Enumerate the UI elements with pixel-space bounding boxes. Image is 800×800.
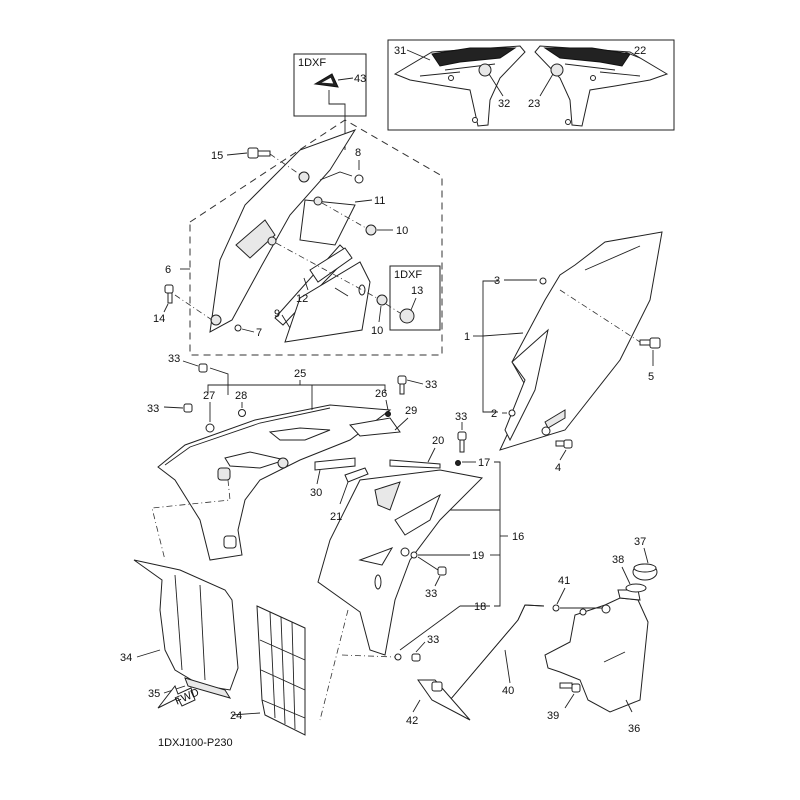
callout-40: 40	[502, 685, 514, 697]
right-shroud-decal-view	[534, 45, 669, 127]
callout-24: 24	[230, 710, 242, 722]
callout-18: 18	[474, 601, 486, 613]
drawing-code: 1DXJ100-P230	[158, 737, 233, 749]
callout-21: 21	[330, 511, 342, 523]
variant-code: 1DXF	[394, 269, 422, 281]
callout-30: 30	[310, 487, 322, 499]
fwd-arrow-icon	[157, 684, 196, 709]
pad-30-shape	[314, 457, 356, 471]
callout-33-f: 33	[427, 634, 439, 646]
strip-29-shape	[349, 417, 401, 437]
guide-42-shape	[417, 679, 471, 721]
callout-27: 27	[203, 390, 215, 402]
callout-1: 1	[464, 331, 470, 343]
callout-20: 20	[432, 435, 444, 447]
callout-22: 22	[634, 45, 646, 57]
clamp-41-shape	[552, 604, 560, 612]
callout-35: 35	[148, 688, 160, 700]
bolts-33-upper: 33 33 33 33	[147, 353, 467, 453]
callout-2: 2	[491, 408, 497, 420]
callout-32: 32	[498, 98, 510, 110]
callout-28: 28	[235, 390, 247, 402]
left-shroud-decal-view	[393, 45, 526, 127]
callout-33-e: 33	[425, 588, 437, 600]
callout-43: 43	[354, 73, 366, 85]
callout-14: 14	[153, 313, 165, 325]
callout-29: 29	[405, 405, 417, 417]
callout-26: 26	[375, 388, 387, 400]
emblem-32-shape	[478, 63, 492, 77]
plate-11-shape	[299, 199, 356, 246]
decal-inset-frame	[387, 39, 675, 131]
emblem-23-shape	[550, 63, 564, 77]
callout-37: 37	[634, 536, 646, 548]
callout-4: 4	[555, 462, 561, 474]
callout-7: 7	[256, 327, 262, 339]
callout-17: 17	[478, 457, 490, 469]
callout-11: 11	[374, 195, 385, 207]
plug-13-shape	[399, 308, 415, 324]
callout-33-c: 33	[425, 379, 437, 391]
callout-36: 36	[628, 723, 640, 735]
callout-39: 39	[547, 710, 559, 722]
reservoir-tank-36: 36 37 38 39	[544, 536, 658, 735]
pad-21-shape	[344, 467, 369, 483]
fwd-label: FWD	[173, 686, 201, 707]
breather-hose-40: 40 41 42	[406, 575, 570, 727]
callout-16: 16	[512, 531, 524, 543]
alignment-line	[319, 609, 349, 721]
side-cover-1: 1 3 2 5 4	[464, 231, 663, 474]
variant-box-frame	[389, 265, 441, 331]
panel-34: 34 35	[120, 559, 239, 700]
variant-code: 1DXF	[298, 57, 326, 69]
callout-38: 38	[612, 554, 624, 566]
decal-inset: 31 32 23 22	[387, 39, 675, 131]
variant-box-1dxf-13: 1DXF 13	[385, 265, 441, 331]
callout-41: 41	[558, 575, 570, 587]
gasket-38-shape	[625, 583, 647, 593]
callout-5: 5	[648, 371, 654, 383]
strip-20-shape	[389, 459, 441, 469]
callout-10-upper: 10	[396, 225, 408, 237]
callout-25: 25	[294, 368, 306, 380]
grille-24: 24	[230, 605, 306, 736]
radiator-cover-6-assembly	[209, 129, 371, 343]
variant-box-frame	[293, 53, 367, 117]
callout-9: 9	[274, 308, 280, 320]
variant-box-1dxf-43: 1DXF 43	[293, 53, 367, 150]
callout-3: 3	[494, 275, 500, 287]
callout-33-a: 33	[168, 353, 180, 365]
callout-42: 42	[406, 715, 418, 727]
callout-12: 12	[296, 293, 308, 305]
callout-13: 13	[411, 285, 423, 297]
callout-8: 8	[355, 147, 361, 159]
assembly-6-boundary	[189, 119, 443, 356]
fasteners-group-6: 15 8 11 10 10 12 9 6 14	[153, 147, 408, 339]
plate-9-shape	[284, 261, 371, 343]
callout-10-lower: 10	[371, 325, 383, 337]
callout-31: 31	[394, 45, 406, 57]
forward-direction-indicator: FWD	[157, 684, 201, 709]
callout-23: 23	[528, 98, 540, 110]
callout-6: 6	[165, 264, 171, 276]
shroud-16: 20 21 17 16 19 33 18 33	[317, 435, 524, 662]
callout-34: 34	[120, 652, 132, 664]
callout-33-b: 33	[147, 403, 159, 415]
pad-35-shape	[184, 677, 232, 699]
callout-19: 19	[472, 550, 484, 562]
callout-33-d: 33	[455, 411, 467, 423]
callout-15: 15	[211, 150, 223, 162]
shroud-25: 25 27 28 26 29 30	[151, 368, 417, 561]
